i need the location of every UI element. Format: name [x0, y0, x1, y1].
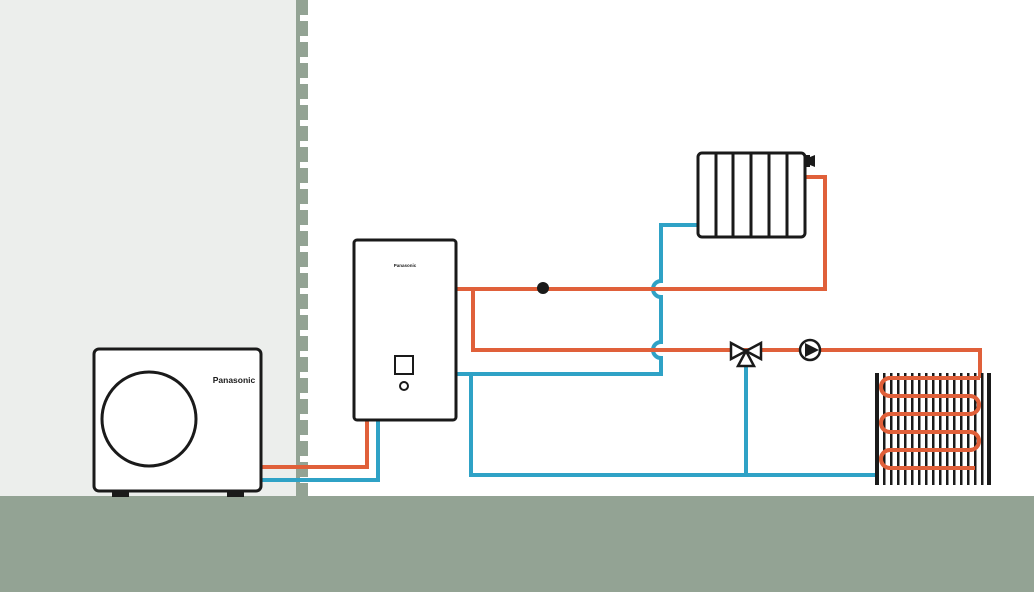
outdoor-unit-brand: Panasonic	[213, 375, 256, 385]
brick	[296, 420, 308, 435]
outdoor-unit-foot-left	[112, 491, 129, 497]
flow-pipe-underfloor	[471, 289, 982, 378]
outdoor-unit: Panasonic	[92, 347, 263, 497]
brick	[296, 126, 308, 141]
three-way-valve	[729, 340, 763, 368]
brick	[296, 105, 308, 120]
underfloor-bar	[946, 373, 949, 485]
underfloor-bar	[911, 373, 914, 485]
brick	[296, 441, 308, 456]
return-pipe-radiator	[457, 223, 697, 376]
underfloor-bar	[925, 373, 928, 485]
underfloor-bar	[932, 373, 935, 485]
underfloor-bar	[939, 373, 942, 485]
brick	[296, 0, 308, 15]
brick	[296, 210, 308, 225]
brick	[296, 231, 308, 246]
return-pipes	[262, 223, 875, 482]
circulation-pump	[798, 338, 822, 362]
brick	[296, 21, 308, 36]
brick	[296, 483, 308, 498]
underfloor-coil-overlay	[879, 376, 981, 470]
underfloor-bar	[953, 373, 956, 485]
ground	[0, 496, 1034, 592]
brick	[296, 84, 308, 99]
underfloor-bar	[904, 373, 907, 485]
return-pipe-underfloor	[457, 372, 875, 477]
brick	[296, 294, 308, 309]
outdoor-unit-foot-right	[227, 491, 244, 497]
brick	[296, 63, 308, 78]
brick	[296, 168, 308, 183]
brick	[296, 273, 308, 288]
underfloor-bar	[960, 373, 963, 485]
indoor-unit-display	[394, 355, 414, 375]
radiator	[696, 151, 815, 239]
brick	[296, 252, 308, 267]
indoor-unit: Panasonic	[352, 238, 458, 422]
brick	[296, 378, 308, 393]
indoor-unit-brand: Panasonic	[394, 263, 417, 268]
underfloor-bar	[918, 373, 921, 485]
fan-icon	[100, 370, 198, 468]
underfloor-heating	[875, 373, 991, 485]
radiator-valve-icon	[805, 155, 810, 167]
underfloor-bar	[967, 373, 970, 485]
brick-wall	[296, 0, 308, 498]
brick	[296, 462, 308, 477]
temperature-sensor	[537, 282, 549, 294]
brick	[296, 189, 308, 204]
underfloor-bar	[890, 373, 893, 485]
underfloor-bar	[981, 373, 984, 485]
brick	[296, 399, 308, 414]
indoor-unit-button	[399, 381, 409, 391]
underfloor-bar	[897, 373, 900, 485]
brick	[296, 42, 308, 57]
brick	[296, 336, 308, 351]
return-pipe-outdoor	[262, 421, 380, 482]
underfloor-bar	[974, 373, 977, 485]
flow-pipe-radiator	[457, 175, 827, 291]
brick	[296, 147, 308, 162]
underfloor-coil	[879, 376, 981, 470]
flow-pipe-outdoor	[262, 421, 369, 469]
brick	[296, 357, 308, 372]
brick	[296, 315, 308, 330]
